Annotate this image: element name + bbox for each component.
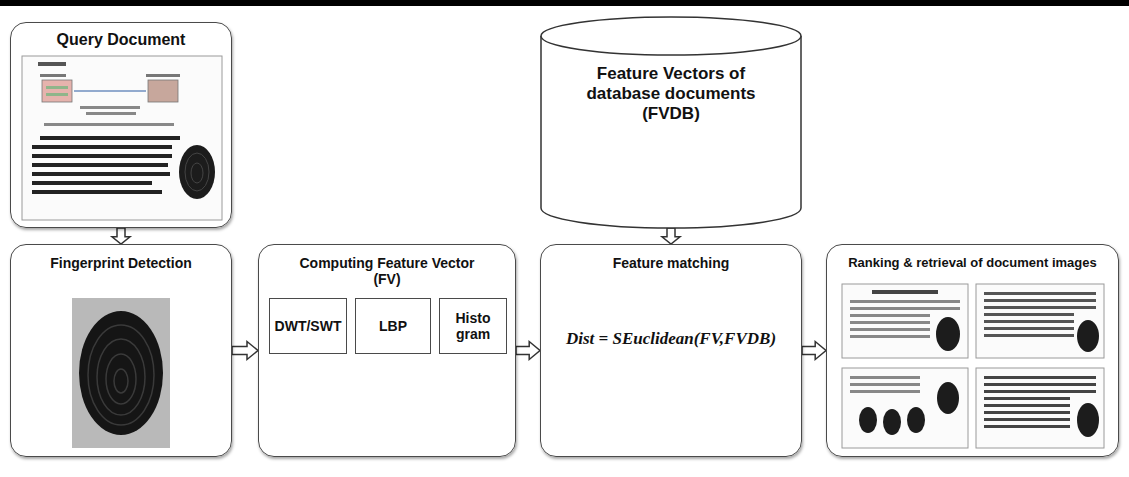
- process-box: Feature matchingDist = SEuclidean(FV,FVD…: [540, 244, 802, 457]
- fingerprint-image: [72, 298, 170, 448]
- document-illustration: [22, 56, 222, 220]
- box-title: Feature matching: [613, 255, 730, 271]
- block-arrow: [802, 342, 826, 360]
- box-title: Fingerprint Detection: [50, 255, 192, 271]
- box-title: Feature Vectors of database documents (F…: [566, 64, 776, 124]
- box-title: Histo gram: [445, 310, 501, 342]
- input-box: Query Document: [10, 22, 232, 228]
- box-title: LBP: [379, 318, 407, 334]
- method-box: Histo gram: [439, 298, 507, 354]
- output-box: Ranking & retrieval of document images: [826, 244, 1119, 457]
- formula-text: Dist = SEuclidean(FV,FVDB): [566, 329, 776, 349]
- block-arrow: [112, 228, 130, 244]
- box-title: Computing Feature Vector (FV): [287, 255, 487, 287]
- block-arrow: [232, 342, 258, 360]
- block-arrow: [662, 228, 680, 244]
- box-title: DWT/SWT: [275, 318, 342, 334]
- process-box: Fingerprint Detection: [10, 244, 232, 457]
- box-title: Ranking & retrieval of document images: [848, 255, 1097, 270]
- database-cylinder: Feature Vectors of database documents (F…: [540, 16, 802, 228]
- top-rule: [0, 0, 1129, 6]
- method-box: DWT/SWT: [269, 298, 347, 354]
- box-title: Query Document: [57, 31, 186, 49]
- process-box: Computing Feature Vector (FV) DWT/SWT LBP H…: [258, 244, 516, 457]
- method-box: LBP: [355, 298, 431, 354]
- retrieved-thumbnails: [842, 284, 1104, 448]
- block-arrow: [516, 342, 540, 360]
